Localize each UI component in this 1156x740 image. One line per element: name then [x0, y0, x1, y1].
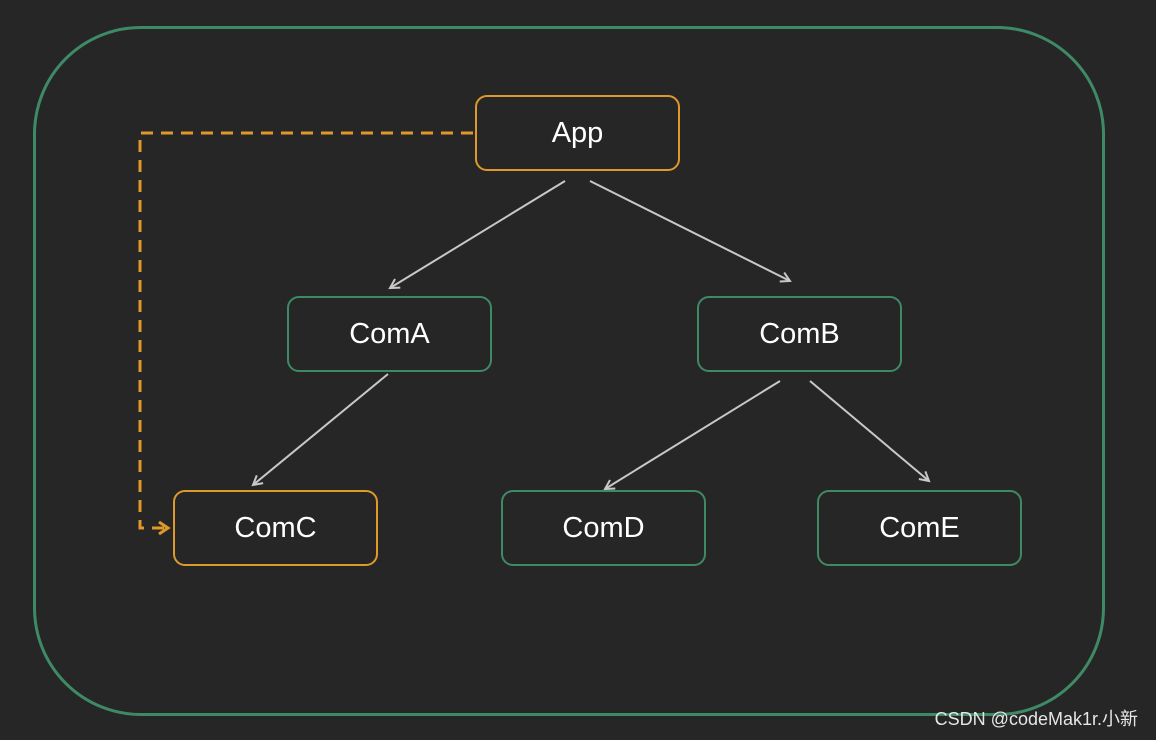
edge-comb-come — [809, 380, 931, 483]
edge-app-comc-dashed — [138, 131, 473, 536]
container-frame — [33, 26, 1105, 716]
edge-comb-comd — [603, 380, 781, 491]
node-comc: ComC — [173, 490, 378, 566]
node-app: App — [475, 95, 680, 171]
node-comb: ComB — [697, 296, 902, 372]
node-comd: ComD — [501, 490, 706, 566]
edge-coma-comc — [251, 373, 389, 487]
node-coma: ComA — [287, 296, 492, 372]
node-come: ComE — [817, 490, 1022, 566]
edge-app-comb — [589, 180, 792, 283]
edge-app-coma — [388, 180, 566, 290]
watermark: CSDN @codeMak1r.小新 — [934, 709, 1138, 729]
